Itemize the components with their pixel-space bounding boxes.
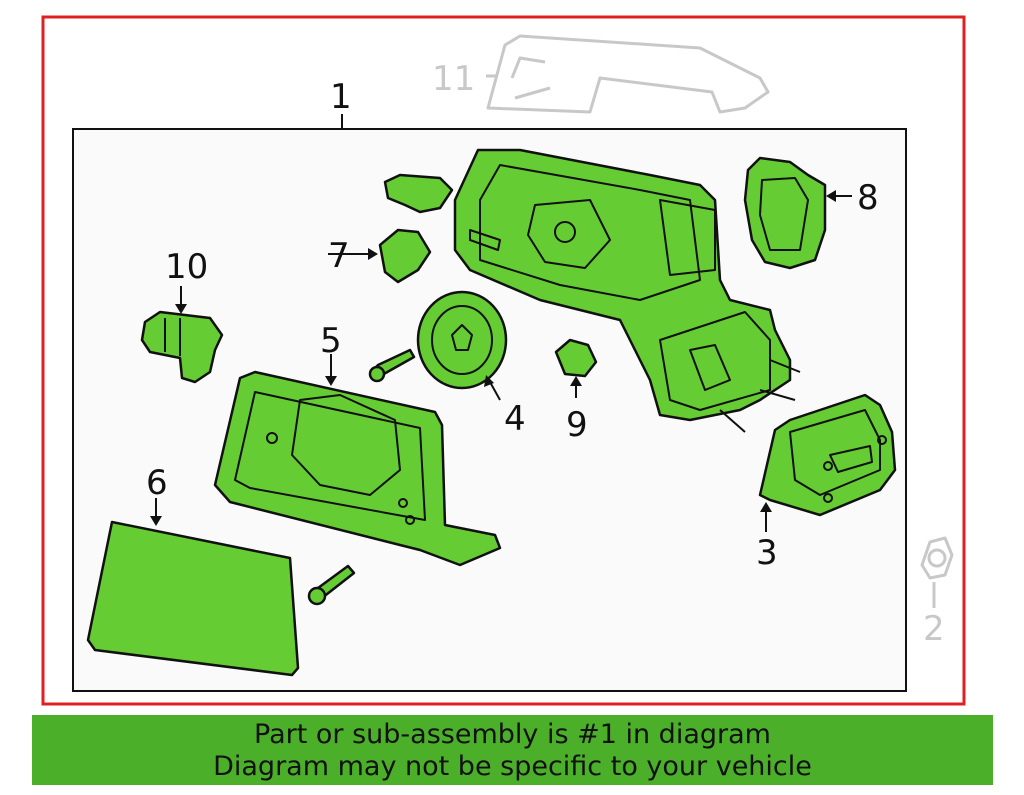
screw-lower[interactable] bbox=[307, 564, 356, 606]
callout-3: 3 bbox=[756, 533, 778, 573]
part-7-clip[interactable]: 7 bbox=[328, 173, 454, 284]
part-2-nut[interactable]: 2 bbox=[920, 536, 954, 649]
outer-frame bbox=[41, 15, 966, 706]
mirror-housing[interactable] bbox=[453, 148, 801, 433]
screw-upper[interactable] bbox=[368, 348, 416, 383]
callout-4: 4 bbox=[504, 399, 526, 439]
callout-5: 5 bbox=[320, 321, 342, 361]
info-banner: Part or sub-assembly is #1 in diagram Di… bbox=[32, 715, 993, 785]
callout-8: 8 bbox=[857, 178, 879, 218]
callout-1: 1 bbox=[330, 77, 352, 117]
part-6-mirror-glass[interactable]: 6 bbox=[86, 463, 300, 677]
callout-7: 7 bbox=[328, 236, 350, 276]
part-4-heater-pad[interactable]: 4 bbox=[416, 290, 526, 439]
part-5-backing-plate[interactable]: 5 bbox=[213, 321, 502, 567]
callout-9: 9 bbox=[566, 405, 588, 445]
callout-10: 10 bbox=[165, 247, 208, 287]
banner-line-1: Part or sub-assembly is #1 in diagram bbox=[254, 719, 771, 750]
banner-line-2: Diagram may not be specific to your vehi… bbox=[213, 751, 812, 782]
callout-11: 11 bbox=[432, 59, 475, 99]
callout-6: 6 bbox=[146, 463, 168, 503]
part-9-clip[interactable]: 9 bbox=[554, 338, 598, 445]
callout-2: 2 bbox=[923, 609, 945, 649]
part-3-motor-cover[interactable]: 3 bbox=[756, 393, 897, 573]
part-10-sensor[interactable]: 10 bbox=[140, 247, 224, 384]
part-11-cap[interactable]: 11 bbox=[432, 34, 770, 114]
part-8-bracket[interactable]: 8 bbox=[743, 156, 879, 270]
